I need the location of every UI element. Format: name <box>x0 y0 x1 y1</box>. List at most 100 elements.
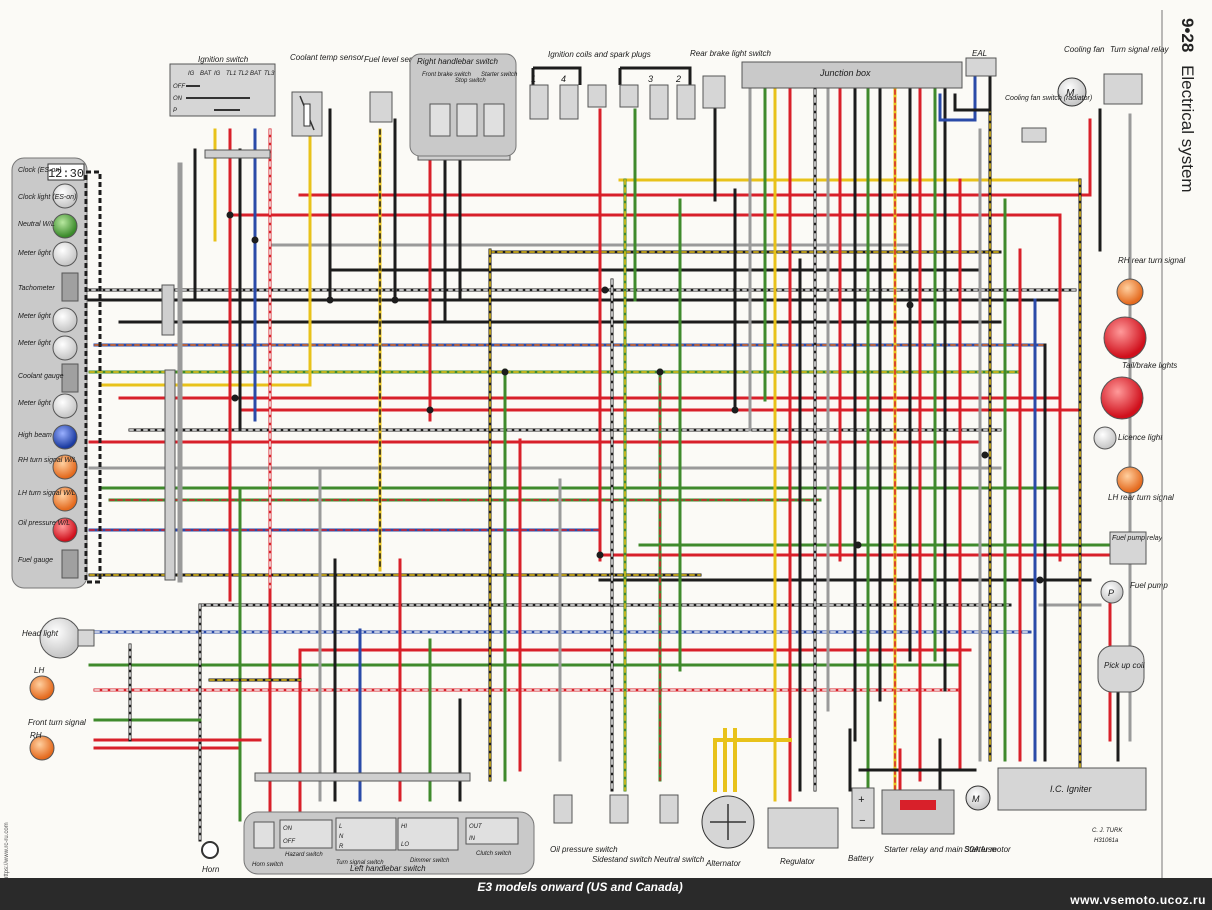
ig-row: P <box>173 108 177 114</box>
junction-box-label: Junction box <box>819 68 871 78</box>
cluster-label-high-beam: High beam <box>18 432 52 439</box>
svg-text:9•28 Electrical system: 9•28 Electrical system <box>1178 18 1197 193</box>
pickup-coil-label: Pick up coil <box>1104 661 1145 670</box>
turn-state: R <box>339 844 344 850</box>
cluster-label-meter-light: Meter light <box>18 313 52 320</box>
footer-bar <box>0 878 1212 910</box>
cooling-fan-label: Cooling fan <box>1064 45 1105 54</box>
rear-brake-light-switch: Rear brake light switch <box>690 49 771 109</box>
turn-signal-relay-label: Turn signal relay <box>1110 45 1170 54</box>
stop-switch-label: Stop switch <box>455 78 486 84</box>
ig-header: TL2 <box>238 71 249 77</box>
footer-title: E3 models onward (US and Canada) <box>477 880 683 894</box>
coil-number: 3 <box>648 74 653 84</box>
tail-brake-label: Tail/brake lights <box>1122 361 1177 370</box>
coil-number: 2 <box>675 74 681 84</box>
svg-text:+: + <box>858 794 865 806</box>
hazard-state: ON <box>283 826 293 832</box>
wire-harness <box>83 73 1132 842</box>
ig-header: IG <box>188 71 195 77</box>
figure-id: H31061a <box>1094 838 1119 844</box>
front-lh-label: LH <box>34 666 44 675</box>
starter-relay-label: Starter relay and main 30A fuse <box>884 845 997 854</box>
oil-pressure-switch-label: Oil pressure switch <box>550 845 618 854</box>
cluster-label-rh-turn: RH turn signal W/L <box>18 457 77 464</box>
page-header-svg: 9•28 Electrical system <box>1178 18 1197 193</box>
eal-label: EAL <box>972 49 987 58</box>
front-rh-label: RH <box>30 731 42 740</box>
credit-name: C. J. TURK <box>1092 828 1123 834</box>
bottom-components: Horn Horn switch ON OFF Hazard switch L … <box>201 785 1011 875</box>
right-components: RH rear turn signal Tail/brake lights Li… <box>997 256 1185 811</box>
fuel-pump-label: Fuel pump <box>1130 581 1168 590</box>
hazard-switch-label: Hazard switch <box>285 852 323 858</box>
sidestand-switch-label: Sidestand switch <box>592 855 653 864</box>
cluster-label-tachometer: Tachometer <box>18 285 55 292</box>
cluster-label-coolant-gauge: Coolant gauge <box>18 373 64 380</box>
ig-header: BAT <box>200 71 213 77</box>
instrument-cluster: 12:30 <box>11 157 102 589</box>
fuel-level-sensor-label: Fuel level sensor <box>364 55 425 64</box>
alternator-label: Alternator <box>705 859 741 868</box>
fuel-level-sensor: Fuel level sensor <box>364 55 425 123</box>
front-brake-switch-label: Front brake switch <box>422 72 472 78</box>
ig-header: BAT <box>250 71 263 77</box>
cooling-fan-switch-label: Cooling fan switch (radiator) <box>1005 95 1092 102</box>
wire-junctions <box>226 211 1044 584</box>
lh-rear-turn-label: LH rear turn signal <box>1108 493 1174 502</box>
side-stamp: https://www.rc-ru.com <box>4 822 10 880</box>
turn-signal-relay: Turn signal relay <box>1103 45 1170 105</box>
page-header: 9•28 Electrical system <box>1170 8 1210 238</box>
turn-state: L <box>339 824 342 830</box>
front-turn-label: Front turn signal <box>28 718 86 727</box>
website-watermark: www.vsemoto.ucoz.ru <box>1070 893 1206 907</box>
ig-row: OFF <box>173 84 185 90</box>
battery-label: Battery <box>848 854 874 863</box>
rh-rear-turn-label: RH rear turn signal <box>1118 256 1185 265</box>
head-light-label: Head light <box>22 629 59 638</box>
left-handlebar-label: Left handlebar switch <box>350 864 426 873</box>
horn-switch-label: Horn switch <box>252 862 284 868</box>
ig-header: IG <box>214 71 221 77</box>
dimmer-switch-label: Dimmer switch <box>410 858 450 864</box>
junction-box: Junction box EAL <box>741 49 997 89</box>
cooling-fan: M Cooling fan Cooling fan switch (radiat… <box>1005 45 1105 143</box>
page-number: 9•28 <box>1178 18 1197 52</box>
cluster-label-lh-turn: LH turn signal W/L <box>18 490 76 497</box>
ig-header: TL1 <box>226 71 236 77</box>
right-handlebar-label: Right handlebar switch <box>417 57 498 66</box>
clutch-switch-label: Clutch switch <box>476 851 512 857</box>
ig-header: TL3 <box>264 71 275 77</box>
cluster-label-meter-light: Meter light <box>18 340 52 347</box>
clutch-state: OUT <box>469 824 483 830</box>
horn-label: Horn <box>202 865 220 874</box>
dimmer-state: LO <box>401 842 409 848</box>
fan-motor-symbol: M <box>1066 88 1075 99</box>
fuel-pump-symbol: P <box>1108 588 1114 598</box>
starter-motor-symbol: M <box>972 794 980 804</box>
svg-text:−: − <box>859 815 866 827</box>
coolant-temp-sensor-label: Coolant temp sensor <box>290 53 364 62</box>
section-title: Electrical system <box>1178 65 1197 193</box>
ig-row: ON <box>173 96 183 102</box>
licence-light-label: Licence light <box>1118 433 1163 442</box>
coil-number: 4 <box>561 74 566 84</box>
starter-switch-label: Starter switch <box>481 72 518 78</box>
rear-brake-switch-label: Rear brake light switch <box>690 49 771 58</box>
instrument-cluster-labels: Clock (ES-on) Clock light (ES-on) Neutra… <box>18 167 77 564</box>
cluster-label-clock: Clock (ES-on) <box>18 167 62 174</box>
right-handlebar-switch: Right handlebar switch Front brake switc… <box>409 53 518 157</box>
dimmer-state: HI <box>401 824 407 830</box>
coolant-temp-sensor: Coolant temp sensor <box>290 53 364 137</box>
clock-display: 12:30 <box>48 167 84 181</box>
cluster-label-clock-light: Clock light (ES-on) <box>18 194 76 201</box>
starter-motor-label: Starter motor <box>964 845 1011 854</box>
cluster-label-neutral: Neutral W/L <box>18 221 55 228</box>
ignition-switch-label: Ignition switch <box>198 55 249 64</box>
ic-igniter-label: I.C. Igniter <box>1050 784 1093 794</box>
cluster-label-meter-light: Meter light <box>18 400 52 407</box>
clutch-state: IN <box>469 836 476 842</box>
ignition-coils-label: Ignition coils and spark plugs <box>548 50 651 59</box>
ignition-switch: Ignition switch IG BAT IG TL1 TL2 BAT TL… <box>169 55 276 117</box>
